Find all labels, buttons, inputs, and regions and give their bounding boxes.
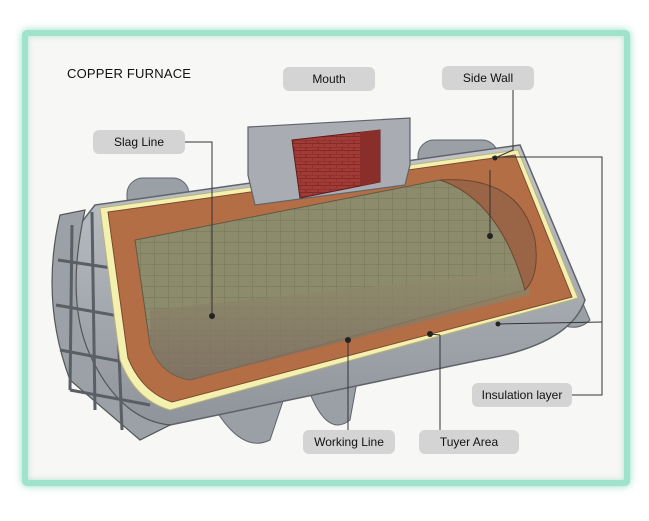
- leader-dots: [209, 155, 501, 343]
- label-mouth: Mouth: [283, 67, 375, 91]
- back-end-wall: [439, 179, 537, 291]
- label-insulation-layer: Insulation layer: [472, 383, 572, 407]
- diagram-title: COPPER FURNACE: [67, 66, 192, 81]
- label-side-wall: Side Wall: [442, 66, 534, 90]
- label-slag-line: Slag Line: [93, 130, 185, 154]
- label-tuyer-area: Tuyer Area: [419, 430, 519, 454]
- furnace-mouth: [247, 117, 411, 206]
- furnace-floor: [150, 270, 530, 380]
- label-working-line: Working Line: [303, 430, 395, 454]
